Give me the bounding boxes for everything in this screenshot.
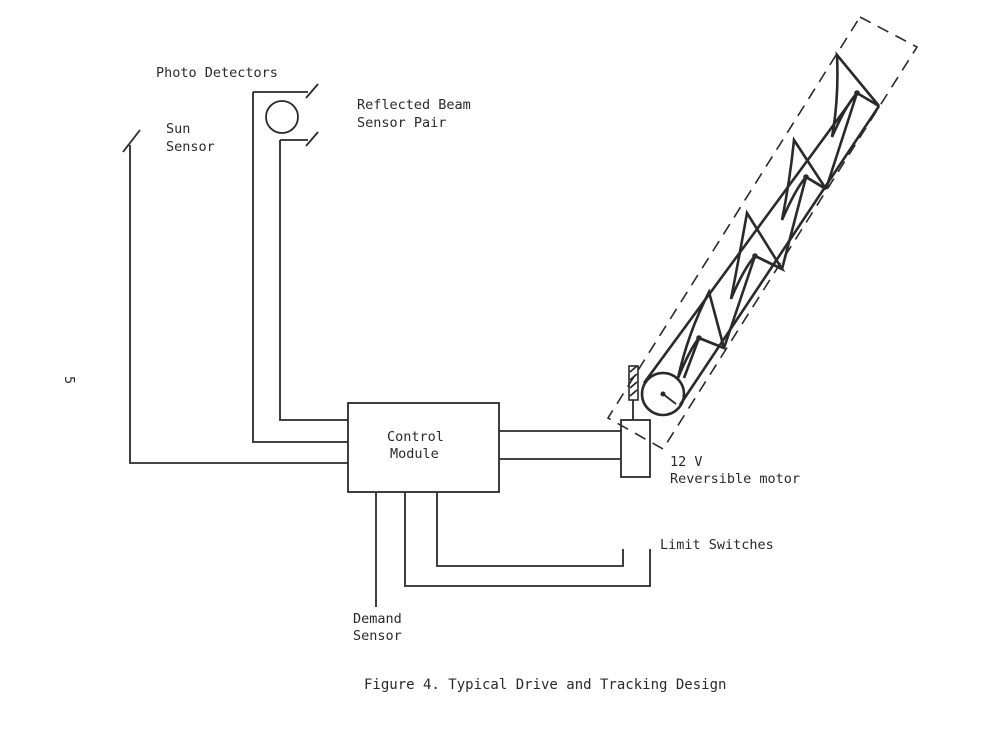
photo-detectors-label: Photo Detectors	[156, 65, 278, 81]
reflected-beam-label: Reflected Beam	[357, 97, 471, 113]
module-label: Module	[390, 446, 439, 462]
limit-stop-plate	[628, 365, 639, 401]
limit-switches-label: Limit Switches	[660, 537, 774, 553]
demand-label: Demand	[353, 611, 402, 627]
motor-wires	[499, 430, 621, 460]
control-module-box	[347, 402, 500, 493]
reflected-beam-sensor-pair	[252, 83, 348, 443]
motor-voltage-label: 12 V	[670, 454, 703, 470]
sun-sensor-wire	[122, 129, 348, 464]
tracking-collector-assembly	[606, 15, 919, 451]
sun-label: Sun	[166, 121, 190, 137]
figure-caption: Figure 4. Typical Drive and Tracking Des…	[364, 677, 726, 693]
control-label: Control	[387, 429, 444, 445]
motor-box	[620, 419, 651, 478]
page-number: 5	[61, 376, 77, 384]
photo-detector-icon	[265, 100, 299, 134]
sensor-pair-label: Sensor Pair	[357, 115, 446, 131]
drive-pulley-icon	[640, 371, 686, 417]
sun-sensor-label: Sensor	[166, 139, 215, 155]
demand-sensor-label: Sensor	[353, 628, 402, 644]
reversible-motor-label: Reversible motor	[670, 471, 800, 487]
limit-switch-wires	[404, 492, 651, 587]
